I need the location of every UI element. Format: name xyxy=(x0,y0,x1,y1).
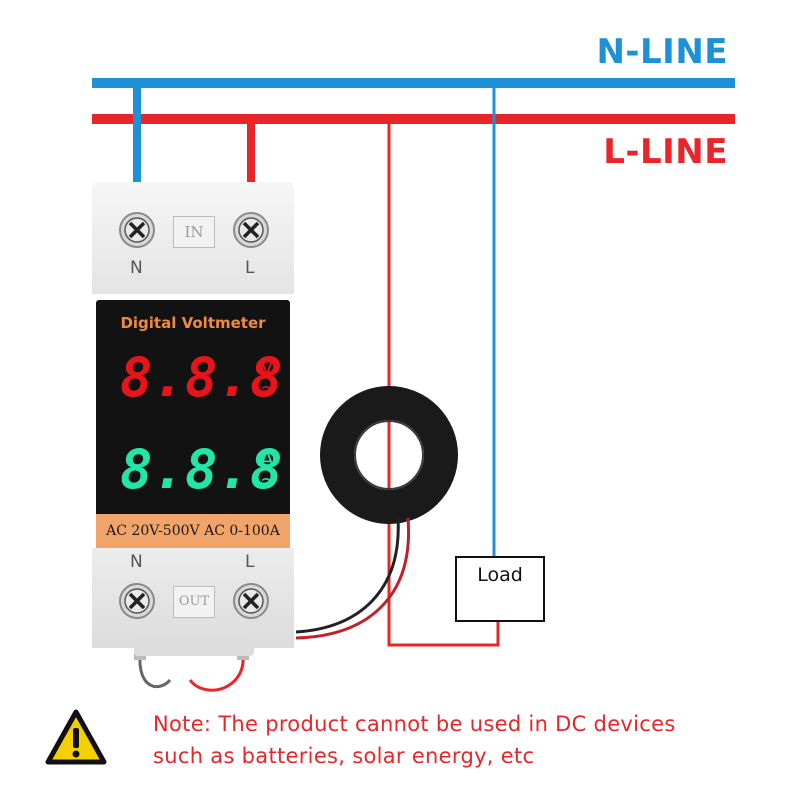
current-display-ac-symbol: ~ xyxy=(260,467,277,491)
bottom-terminal-n-label: N xyxy=(130,552,143,572)
screw-icon xyxy=(233,212,269,248)
n-line-label: N-LINE xyxy=(596,32,728,72)
current-transformer-icon xyxy=(320,386,458,524)
load-label: Load xyxy=(477,564,523,586)
bottom-terminal-l-label: L xyxy=(245,552,255,572)
input-plate: IN xyxy=(173,216,215,248)
voltage-display-ac-symbol: ~ xyxy=(260,375,277,399)
top-terminal-l-label: L xyxy=(245,258,255,278)
voltage-display-digits: 8.8.8. xyxy=(120,346,290,409)
ct-lead-black xyxy=(295,517,400,634)
warning-note-line-2: such as batteries, solar energy, etc xyxy=(153,744,535,768)
screw-icon xyxy=(119,212,155,248)
current-display: 8.8.8.A~ xyxy=(120,438,290,501)
screw-icon xyxy=(119,583,155,619)
bottom-lead-grey xyxy=(138,654,172,689)
load-box: Load xyxy=(455,556,545,622)
warning-note-line-1: Note: The product cannot be used in DC d… xyxy=(153,712,676,736)
din-rail-clip xyxy=(134,638,254,656)
meter-top-terminal-block: IN N L xyxy=(92,182,294,294)
meter-spec-band: AC 20V-500V AC 0-100A xyxy=(96,514,290,548)
load-live-wire xyxy=(387,119,500,647)
ct-lead-red xyxy=(295,517,411,640)
meter-title: Digital Voltmeter xyxy=(120,314,266,332)
voltage-display-unit: V xyxy=(260,355,274,379)
top-terminal-n-label: N xyxy=(130,258,143,278)
l-line-label: L-LINE xyxy=(603,132,728,172)
current-display-digits: 8.8.8. xyxy=(120,438,290,501)
meter-bottom-terminal-block: N L OUT xyxy=(92,548,294,648)
meter-digit-displays: 8.8.8.V~8.8.8.A~ xyxy=(120,346,290,501)
output-plate: OUT xyxy=(173,586,215,618)
warning-triangle-icon xyxy=(45,709,107,765)
screw-icon xyxy=(233,583,269,619)
voltage-display: 8.8.8.V~ xyxy=(120,346,290,409)
current-display-unit: A xyxy=(260,447,274,471)
warning-note: Note: The product cannot be used in DC d… xyxy=(153,708,753,772)
meter-display-panel: Digital Voltmeter 8.8.8.V~8.8.8.A~ AC 20… xyxy=(96,300,290,548)
bottom-lead-red xyxy=(188,654,245,692)
